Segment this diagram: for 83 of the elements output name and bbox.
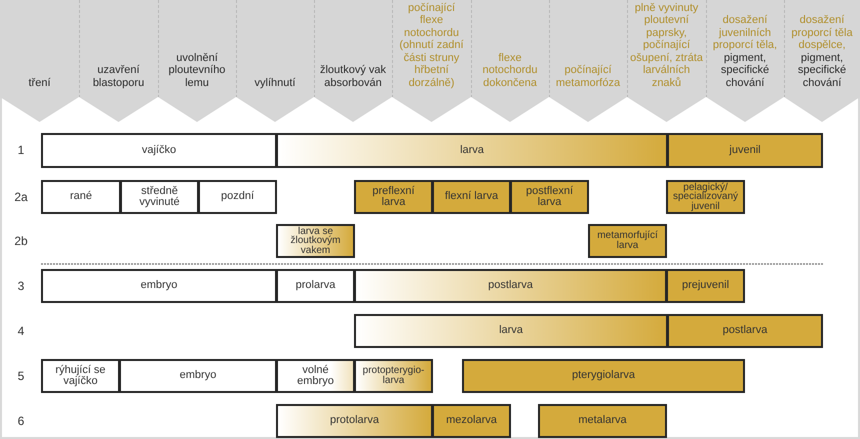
milestone-header-panel [784, 0, 860, 123]
milestone-text: uzavření blastoporu [92, 64, 146, 89]
milestone-text: vylíhnutí [254, 76, 296, 89]
stage-label: vajíčko [140, 144, 178, 156]
stage-bar [462, 359, 745, 393]
row-number: 5 [16, 369, 26, 383]
stage-label: embryo [178, 370, 218, 382]
stage-label: prejuvenil [680, 280, 730, 292]
stage-bar [667, 314, 823, 348]
stage-bar [432, 404, 511, 438]
milestone-header-panel [549, 0, 627, 123]
milestone-text: uvolnění ploutevního lemu [168, 52, 226, 89]
stage-label: volné embryo [296, 364, 335, 388]
stage-bar [432, 180, 511, 214]
stage-label: metalarva [577, 415, 628, 427]
milestone-text: dosažení juvenilních proporcí těla, [712, 14, 778, 52]
stage-label: metamorfující larva [596, 231, 659, 251]
stage-label: embryo [140, 280, 178, 292]
stage-bar [588, 224, 667, 258]
stage-label: mezolarva [445, 415, 498, 427]
stage-bar [41, 133, 277, 168]
stage-bar [276, 224, 355, 258]
stage-bar [198, 180, 277, 214]
stage-bar [354, 269, 667, 303]
row-number: 6 [16, 414, 26, 428]
stage-bar [354, 359, 433, 393]
milestone-text: počínající flexe notochordu (ohnutí zadní části struny hřbetní dorzálně) [398, 2, 465, 89]
stage-label: pozdní [220, 191, 256, 203]
stage-label: postflexní larva [524, 186, 574, 208]
milestone-header-panel [79, 0, 158, 123]
milestone-header-panel [471, 0, 549, 123]
stage-bar [41, 359, 120, 393]
milestone-header-panel [0, 0, 79, 123]
milestone-text: flexe notochordu dokončena [481, 52, 539, 89]
milestone-text: tření [28, 76, 50, 89]
stage-label: larva [498, 325, 524, 337]
stage-bar [667, 133, 823, 168]
milestone-text: žloutkový vak absorbován [318, 64, 388, 89]
milestone-text: pigment, specifické chování [720, 52, 770, 89]
stage-bar [41, 269, 277, 303]
milestone-header-panel [314, 0, 392, 123]
row-number: 2a [13, 190, 29, 204]
stage-bar [666, 269, 745, 303]
milestone-header-panel [706, 0, 784, 123]
stage-bar [276, 269, 355, 303]
stage-label: flexní larva [444, 191, 500, 203]
stage-label: rané [68, 191, 94, 203]
stage-label: preflexní larva [371, 186, 416, 208]
stage-label: pelagický/ specializovaný juvenil [672, 182, 740, 212]
row-number: 2b [13, 234, 29, 248]
milestone-header-panel [627, 0, 706, 123]
milestone-text: pigment, specifické chování [796, 52, 848, 89]
stage-bar [41, 180, 121, 214]
milestone-header-panel [236, 0, 314, 123]
stage-bar [276, 359, 355, 393]
stage-label: larva se žloutkovým vakem [289, 226, 342, 256]
milestone-text: plně vyvinuty ploutevní paprsky, počínající ošupení, ztráta larválních znaků [630, 2, 703, 89]
row-number: 4 [16, 324, 26, 338]
stage-bar [538, 404, 667, 438]
stage-label: pterygiolarva [571, 370, 636, 382]
stage-label: prolarva [294, 280, 336, 292]
stage-label: rýhující se vajíčko [54, 364, 107, 388]
stage-label: larva [459, 144, 485, 156]
milestone-text: počínající metamorfóza [554, 64, 622, 89]
stage-bar [666, 180, 745, 214]
stage-bar [120, 180, 199, 214]
stage-bar [510, 180, 589, 214]
stage-label: juvenil [728, 144, 762, 156]
milestone-header-panel [392, 0, 471, 123]
stage-bar [119, 359, 277, 393]
row-number: 3 [16, 279, 26, 293]
stage-bar [276, 133, 668, 168]
stage-bar [276, 404, 433, 438]
stage-label: protolarva [329, 415, 380, 427]
stage-bar [354, 314, 668, 348]
stage-label: postlarva [487, 280, 534, 292]
milestone-text: dosažení proporcí těla dospělce, [790, 14, 854, 52]
stage-label: středně vyvinuté [138, 186, 181, 208]
stage-label: postlarva [722, 325, 768, 337]
stage-label: protopterygio-larva [362, 366, 426, 386]
stage-bar [354, 180, 433, 214]
milestone-header-panel [158, 0, 236, 123]
row-number: 1 [16, 143, 26, 157]
